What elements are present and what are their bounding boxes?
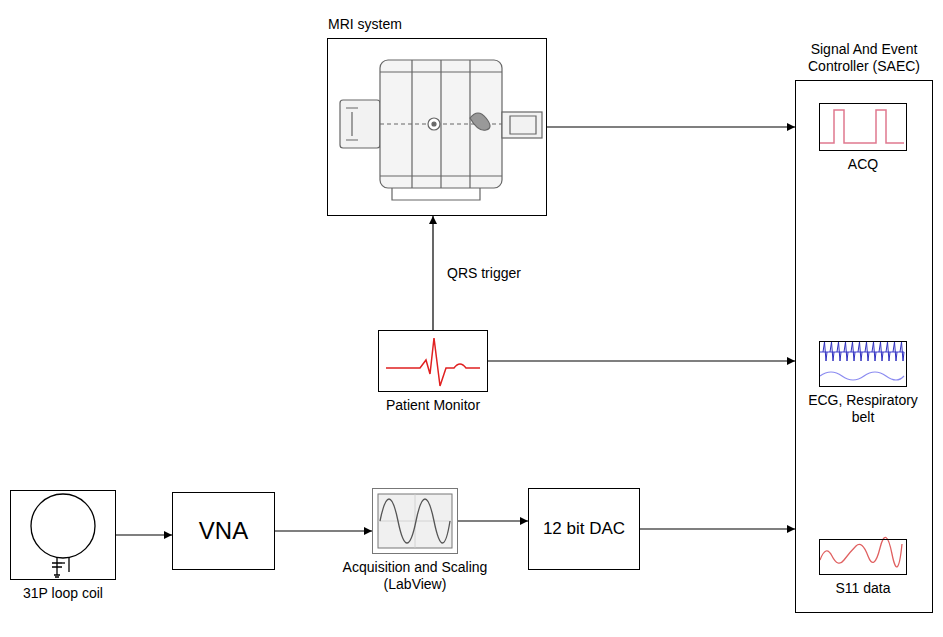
caption-label: Patient Monitor [386,397,480,414]
signal-arrow [640,528,795,529]
process-box: 12 bit DAC [528,488,640,570]
signal-arrow [547,126,795,127]
monitor-box: Patient Monitor [378,330,488,392]
scope-icon [378,494,452,548]
controller-panel: ACQECG, Respiratory beltS11 dataSignal A… [795,80,933,613]
caption-label: Signal And Event Controller (SAEC) [796,41,932,75]
caption-label: 31P loop coil [23,585,103,602]
loop-coil-symbol [31,494,95,577]
box-label: 12 bit DAC [543,519,625,539]
coil-box: 31P loop coil [10,490,116,580]
signal-plot: S11 data [819,539,907,575]
caption-label: S11 data [835,580,890,597]
scope-box: Acquisition and Scaling (LabView) [372,488,458,554]
signal-arrow [116,534,172,535]
box-label: VNA [199,517,248,546]
signal-plot: ACQ [819,103,907,151]
s11-trace [820,537,902,567]
caption-label: ECG, Respiratory belt [808,392,918,426]
caption-label: MRI system [328,16,402,33]
mri-scanner-drawing [340,60,542,200]
caption-label: Acquisition and Scaling (LabView) [340,559,490,593]
signal-plot: ECG, Respiratory belt [819,341,907,387]
system-box: MRI system [327,38,547,216]
respiratory-trace [820,372,904,380]
signal-arrow [488,360,795,361]
signal-arrow [458,520,528,521]
caption-label: ACQ [848,156,878,173]
process-box: VNA [172,492,275,570]
edge-label: QRS trigger [445,265,523,281]
acq-pulse-trace [820,110,904,143]
monitor-ecg-trace [386,338,480,386]
ecg-trace [820,342,904,361]
signal-arrow [275,530,372,531]
signal-arrow [432,216,433,330]
